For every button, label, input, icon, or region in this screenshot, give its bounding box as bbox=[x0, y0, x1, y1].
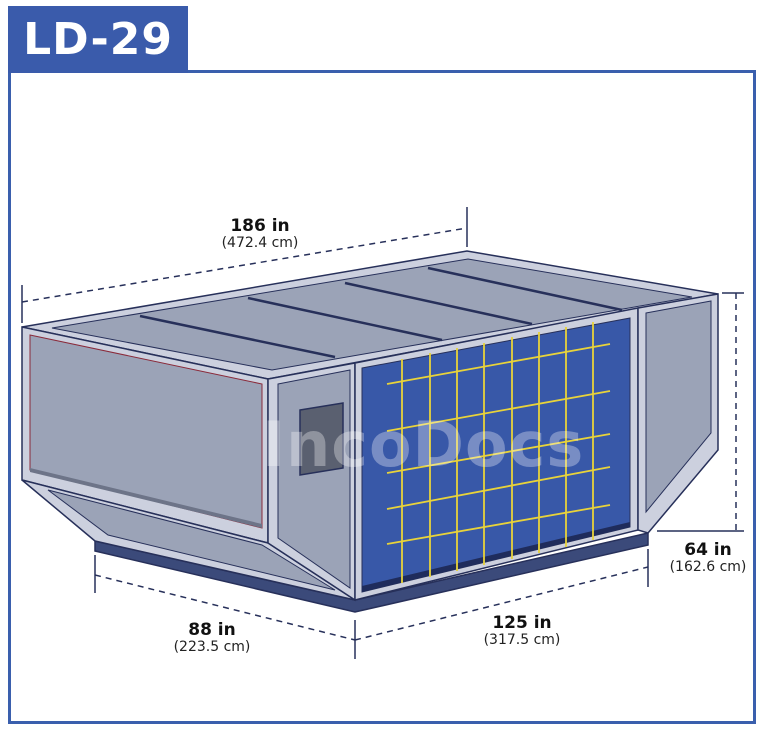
left-lower-panel bbox=[47, 489, 336, 591]
door-bottom-strip bbox=[362, 522, 630, 592]
right-end-panel bbox=[645, 300, 712, 514]
base-length-dimension-label: 125 in (317.5 cm) bbox=[462, 614, 582, 648]
side-window bbox=[299, 402, 344, 476]
cargo-net bbox=[386, 322, 611, 583]
container-title: LD-29 bbox=[23, 14, 173, 65]
roof-seams bbox=[139, 266, 623, 359]
diagram-frame bbox=[8, 70, 756, 724]
depth-imperial: 88 in bbox=[188, 620, 236, 640]
dimension-lines bbox=[21, 207, 744, 659]
length-dimension-label: 186 in (472.4 cm) bbox=[200, 217, 320, 251]
base-length-imperial: 125 in bbox=[492, 613, 552, 633]
length-metric: (472.4 cm) bbox=[221, 234, 299, 251]
height-imperial: 64 in bbox=[684, 540, 732, 560]
depth-dimension-label: 88 in (223.5 cm) bbox=[152, 621, 272, 655]
height-metric: (162.6 cm) bbox=[669, 558, 747, 575]
left-end-strip bbox=[30, 468, 262, 528]
depth-metric: (223.5 cm) bbox=[173, 638, 251, 655]
title-banner: LD-29 bbox=[8, 6, 188, 73]
roof-inner bbox=[51, 258, 693, 371]
height-dimension-label: 64 in (162.6 cm) bbox=[656, 541, 760, 575]
length-imperial: 186 in bbox=[230, 216, 290, 236]
base-length-metric: (317.5 cm) bbox=[483, 631, 561, 648]
